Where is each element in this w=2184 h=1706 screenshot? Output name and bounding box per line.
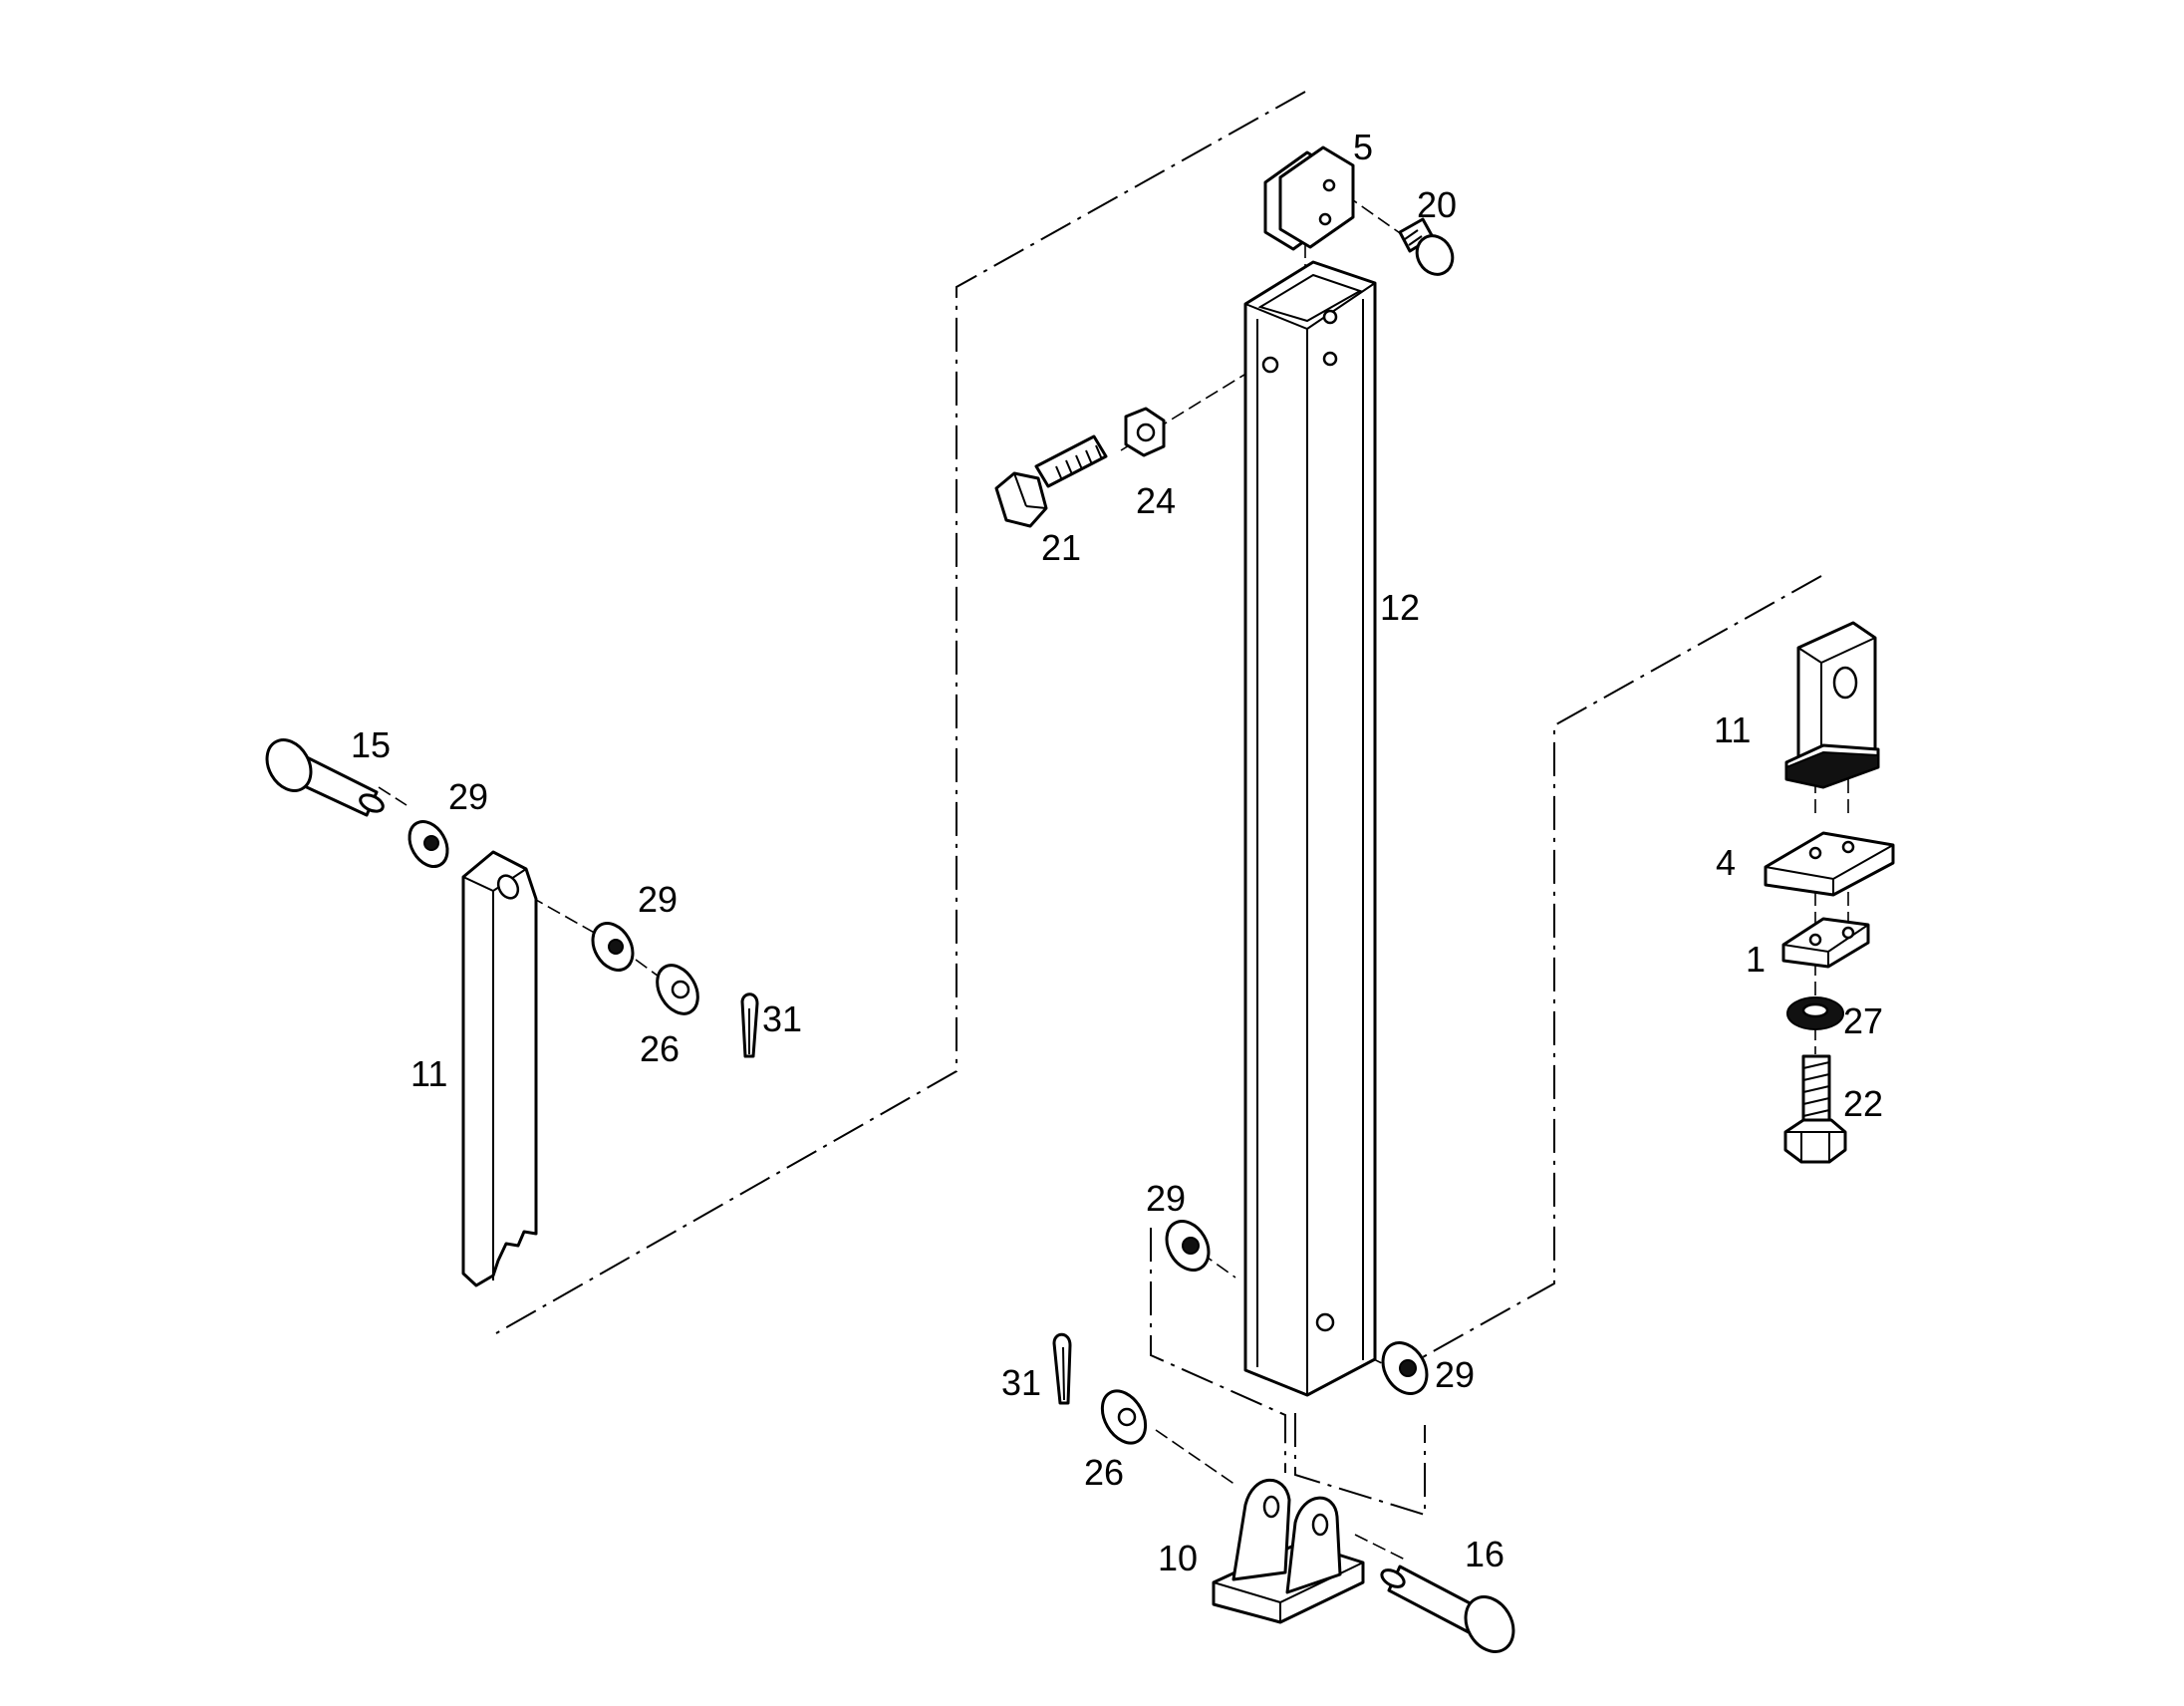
label-part-29-top: 29 [448,776,488,817]
label-part-26-bottom: 26 [1084,1452,1124,1493]
label-part-29-bottom-right: 29 [1435,1354,1475,1395]
clevis-bracket-part-10 [1212,1478,1365,1624]
label-part-20: 20 [1417,184,1457,225]
clevis-pin-part-15 [265,738,385,817]
callout-labels: 5 20 21 24 12 15 29 29 26 31 11 11 4 1 2… [351,127,1883,1578]
label-part-29-bottom-left: 29 [1146,1178,1186,1219]
nut-part-24 [1124,407,1166,457]
cap-plate-part-5 [1263,145,1355,251]
label-part-15: 15 [351,724,391,765]
washer-part-26-left [656,964,699,1015]
washer-part-29-top [408,820,449,868]
label-part-1: 1 [1746,939,1766,980]
label-part-22: 22 [1843,1083,1883,1124]
cotter-pin-part-31-left [740,993,759,1058]
screw-part-20 [1398,217,1455,276]
clevis-pin-part-16 [1380,1564,1515,1653]
washer-part-29-bottom-right [1381,1341,1429,1395]
bolt-part-21 [994,434,1108,528]
plate-part-4 [1764,831,1895,897]
washer-part-29-bottom-left [1165,1220,1211,1272]
label-part-4: 4 [1716,842,1736,883]
label-part-10: 10 [1158,1538,1198,1578]
plate-part-1 [1781,917,1870,969]
clevis-block-part-11-right [1784,621,1880,789]
washer-part-27 [1786,996,1844,1030]
washer-part-26-bottom [1100,1389,1148,1445]
flat-bar-part-11-left [461,850,538,1287]
washer-part-29-mid [591,922,635,972]
tube-post-part-12 [1243,260,1377,1397]
label-part-12: 12 [1380,587,1420,628]
label-part-11-left: 11 [410,1053,447,1094]
label-part-11-right: 11 [1714,710,1751,750]
label-part-29-mid: 29 [638,879,678,920]
label-part-26-left: 26 [640,1028,680,1069]
label-part-5: 5 [1353,127,1373,167]
bolt-part-22 [1783,1054,1847,1164]
cotter-pin-part-31-bottom [1052,1332,1072,1405]
label-part-27: 27 [1843,1000,1883,1041]
label-part-31-left: 31 [762,998,802,1039]
assembly-leaders [378,91,1849,1561]
label-part-24: 24 [1136,480,1176,521]
label-part-21: 21 [1041,527,1081,568]
label-part-31-bottom: 31 [1001,1362,1041,1403]
label-part-16: 16 [1465,1534,1504,1574]
